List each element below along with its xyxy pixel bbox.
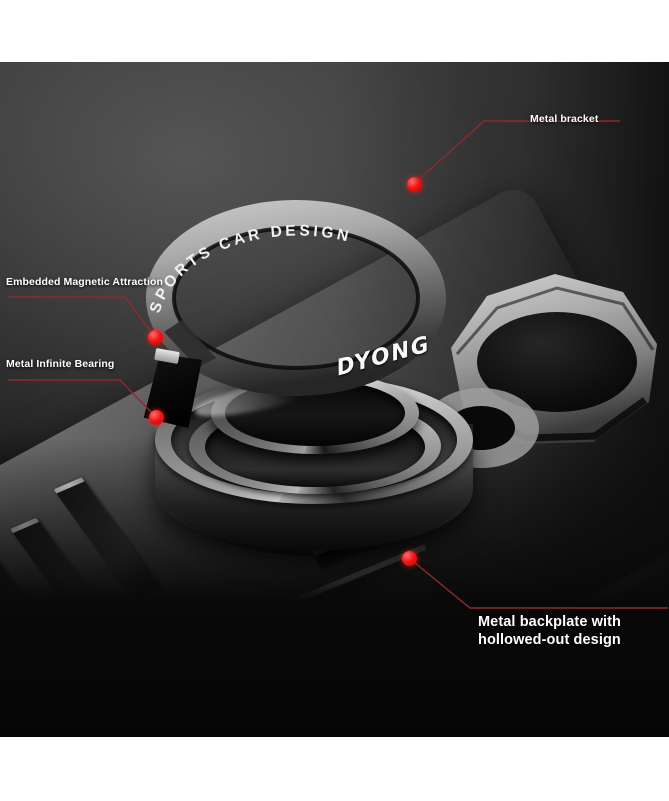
ring-split-gap: [164, 320, 216, 368]
ring-inner-edge: [172, 226, 420, 370]
callout-label-embedded-magnetic: Embedded Magnetic Attraction: [6, 276, 164, 288]
callout-dot-metal-backplate[interactable]: [402, 551, 417, 566]
sports-car-design-ring: SPORTS CAR DESIGN: [120, 192, 472, 410]
ring-engraving-text: SPORTS CAR DESIGN: [147, 222, 353, 315]
product-photo: SPORTS CAR DESIGN DYONG: [0, 62, 669, 737]
metal-bracket: [417, 252, 669, 502]
top-margin: [0, 0, 669, 62]
callout-label-metal-bearing: Metal Infinite Bearing: [6, 358, 115, 370]
callout-dot-metal-bearing[interactable]: [149, 410, 164, 425]
bottom-margin: [0, 737, 669, 801]
callout-dot-embedded-magnetic[interactable]: [148, 330, 163, 345]
callout-dot-metal-bracket[interactable]: [407, 177, 422, 192]
callout-label-metal-bracket: Metal bracket: [530, 113, 599, 125]
brand-logo-text: DYONG: [334, 331, 433, 382]
callout-label-metal-backplate: Metal backplate with hollowed-out design: [478, 614, 622, 649]
camera-aperture: [477, 312, 637, 412]
bracket-chamfer: [455, 286, 655, 355]
